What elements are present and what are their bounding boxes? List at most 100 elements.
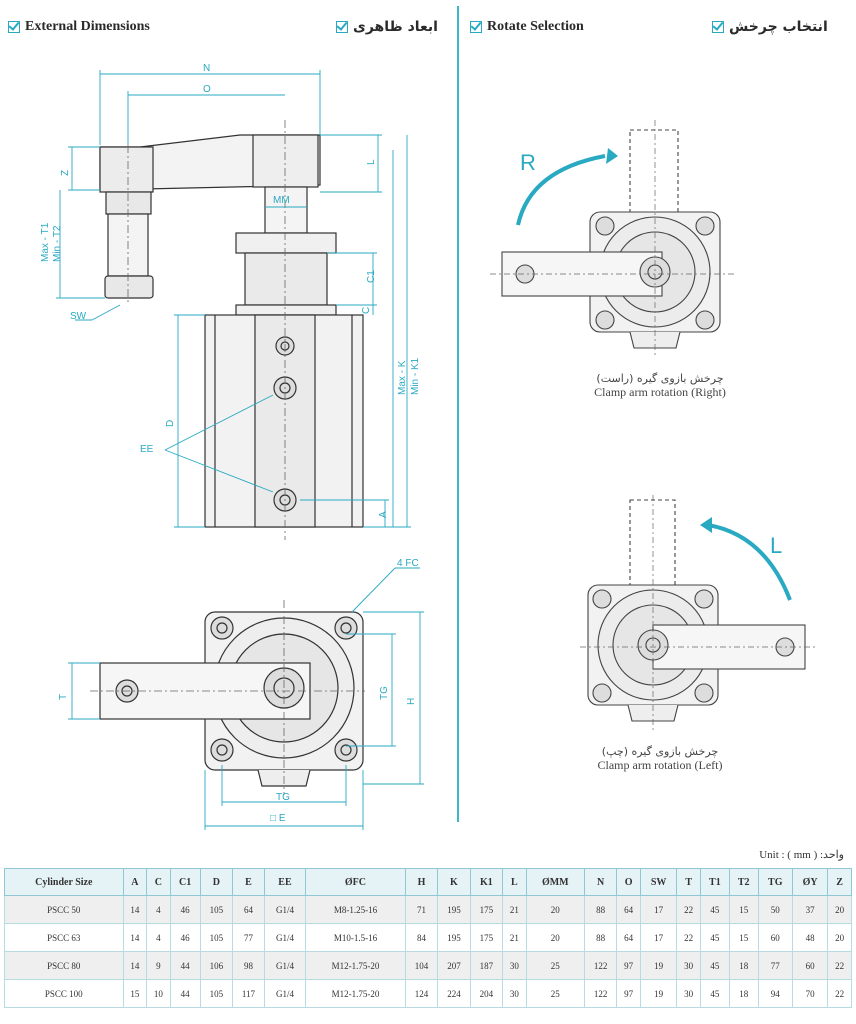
table-header-cell: A	[122, 868, 148, 896]
table-cell: G1/4	[263, 951, 307, 980]
table-cell: 105	[199, 923, 234, 952]
table-cell: 64	[616, 923, 641, 952]
rotate-selection-header-fa: انتخاب چرخش	[712, 14, 828, 40]
table-cell: 14	[122, 951, 148, 980]
table-cell: 14	[122, 923, 148, 952]
dim-label-max-k: Max - K	[397, 360, 408, 395]
table-cell: 60	[757, 923, 793, 952]
table-cell: 64	[232, 895, 265, 924]
table-header-cell: ØY	[791, 868, 829, 896]
dim-label-e: □ E	[270, 813, 286, 824]
rotation-letter-l: L	[770, 533, 782, 558]
table-cell: PSCC 63	[4, 923, 124, 952]
table-cell: 37	[791, 895, 829, 924]
table-cell: 70	[791, 979, 829, 1008]
table-cell: 64	[616, 895, 641, 924]
table-cell: 88	[583, 923, 618, 952]
table-cell: 30	[502, 951, 527, 980]
table-cell: 45	[699, 923, 730, 952]
table-cell: 19	[639, 979, 678, 1008]
rotation-letter-r: R	[520, 150, 536, 175]
table-header-cell: Z	[827, 868, 852, 896]
table-header-cell: T	[676, 868, 701, 896]
table-cell: 22	[676, 923, 701, 952]
table-cell: 30	[676, 951, 701, 980]
external-dimensions-drawing: N O Z Max - T1 Min - T2 SW L MM C1 C Max…	[40, 63, 424, 830]
right-rotation-caption-en: Clamp arm rotation (Right)	[594, 385, 726, 399]
table-header-cell: Cylinder Size	[4, 868, 124, 896]
right-rotation-caption: چرخش بازوی گیره (راست) Clamp arm rotatio…	[540, 372, 780, 400]
dim-label-ee: EE	[140, 444, 154, 455]
dim-label-c1: C1	[366, 270, 377, 283]
table-cell: M12-1.75-20	[305, 979, 406, 1008]
table-cell: 22	[676, 895, 701, 924]
dim-label-c: C	[361, 307, 372, 314]
checkbox-icon	[470, 21, 482, 33]
table-cell: 195	[437, 895, 471, 924]
table-cell: 20	[827, 923, 852, 952]
table-cell: 17	[639, 923, 678, 952]
table-cell: 30	[502, 979, 527, 1008]
table-cell: G1/4	[263, 923, 307, 952]
left-rotation-caption: چرخش بازوی گیره (چپ) Clamp arm rotation …	[540, 745, 780, 773]
table-cell: 195	[437, 923, 471, 952]
table-cell: 105	[199, 979, 234, 1008]
checkbox-icon	[8, 21, 20, 33]
table-header-cell: ØMM	[525, 868, 585, 896]
table-cell: 105	[199, 895, 234, 924]
table-header-cell: K	[437, 868, 471, 896]
table-cell: 60	[791, 951, 829, 980]
table-header-cell: O	[616, 868, 641, 896]
table-cell: 25	[525, 951, 585, 980]
table-header-cell: T2	[728, 868, 759, 896]
unit-label: Unit : ( mm ) :واحد	[759, 849, 844, 861]
table-cell: 71	[404, 895, 439, 924]
table-cell: M10-1.5-16	[305, 923, 406, 952]
table-cell: 25	[525, 979, 585, 1008]
table-cell: 204	[469, 979, 504, 1008]
table-cell: PSCC 100	[4, 979, 124, 1008]
left-rotation-caption-en: Clamp arm rotation (Left)	[597, 758, 723, 772]
table-cell: 98	[232, 951, 265, 980]
table-header-cell: D	[199, 868, 234, 896]
table-cell: 10	[146, 979, 171, 1008]
table-cell: 46	[169, 895, 201, 924]
section-divider	[457, 6, 459, 822]
table-header-cell: H	[404, 868, 439, 896]
table-cell: 48	[791, 923, 829, 952]
table-cell: 22	[827, 951, 852, 980]
dim-label-fc: 4 FC	[397, 558, 419, 569]
table-cell: 4	[146, 895, 171, 924]
table-cell: 45	[699, 979, 730, 1008]
dim-label-tg-horizontal: TG	[276, 792, 290, 803]
table-cell: 77	[232, 923, 265, 952]
table-cell: M8-1.25-16	[305, 895, 406, 924]
external-dimensions-header-fa: ابعاد ظاهری	[336, 14, 438, 40]
rotation-left-drawing: L	[580, 495, 815, 730]
rotate-selection-title-fa: انتخاب چرخش	[729, 19, 828, 35]
dim-label-t: T	[58, 694, 69, 700]
table-cell: 4	[146, 923, 171, 952]
table-cell: 14	[122, 895, 148, 924]
table-cell: 19	[639, 951, 678, 980]
table-cell: 22	[827, 979, 852, 1008]
dim-label-max-t1: Max - T1	[40, 222, 51, 262]
table-cell: 20	[525, 895, 585, 924]
right-rotation-caption-fa: چرخش بازوی گیره (راست)	[596, 372, 724, 385]
table-cell: 94	[757, 979, 793, 1008]
external-dimensions-header: External Dimensions	[8, 14, 150, 40]
external-dimensions-title-fa: ابعاد ظاهری	[353, 19, 438, 35]
table-cell: 77	[757, 951, 793, 980]
table-cell: 84	[404, 923, 439, 952]
table-cell: 106	[199, 951, 234, 980]
checkbox-icon	[336, 21, 348, 33]
table-cell: G1/4	[263, 979, 307, 1008]
dim-label-o: O	[203, 84, 211, 95]
table-cell: 44	[169, 951, 201, 980]
table-header-cell: L	[502, 868, 527, 896]
table-cell: 44	[169, 979, 201, 1008]
table-header-cell: TG	[757, 868, 793, 896]
